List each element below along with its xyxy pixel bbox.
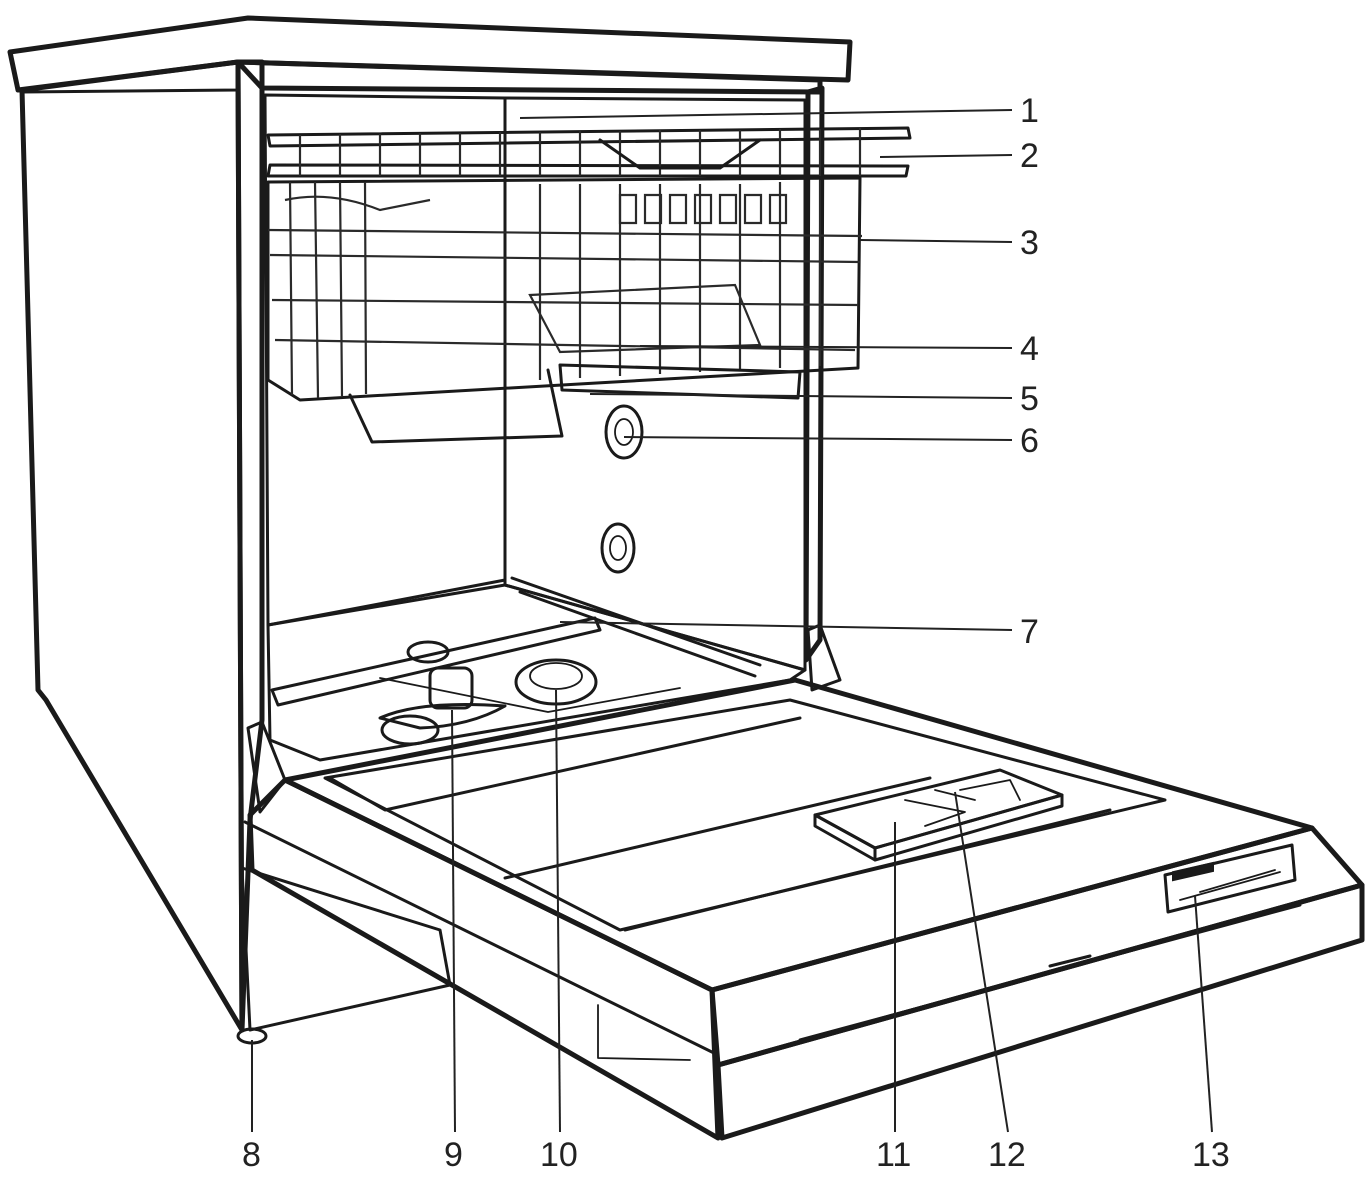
cabinet-front-frame-right: [803, 85, 825, 663]
upper-basket: [266, 176, 863, 444]
callout-3: 3: [1020, 224, 1039, 262]
leader-line-5: [589, 393, 1013, 399]
dishwasher-cabinet: [7, 15, 853, 1045]
door-front-edge: [709, 825, 1365, 1068]
filter-plate: [379, 677, 681, 713]
callout-labels: 1 2 3 4 5 6 7 8 9 10 11 12 13: [242, 92, 1230, 1174]
callout-8: 8: [242, 1136, 261, 1174]
callout-10: 10: [540, 1136, 578, 1174]
callout-13: 13: [1192, 1136, 1230, 1174]
leader-line-13: [1194, 895, 1213, 1133]
leader-line-4: [639, 345, 1013, 349]
callout-11: 11: [876, 1136, 911, 1174]
leader-line-3: [859, 239, 1013, 243]
cabinet-front-frame-top: [235, 59, 823, 95]
spray-arm-nozzle-middle: [600, 522, 636, 574]
callout-2: 2: [1020, 137, 1039, 175]
leader-line-7: [559, 621, 1013, 631]
callout-5: 5: [1020, 380, 1039, 418]
callout-7: 7: [1020, 613, 1039, 651]
lower-spray-arm: [270, 616, 602, 707]
leader-line-9: [451, 709, 456, 1133]
door-open: [243, 623, 1365, 1141]
cutlery-tray: [266, 126, 912, 178]
spray-arm-nozzle-upper: [604, 404, 644, 460]
lower-rack-runner: [510, 576, 762, 678]
leader-line-10: [555, 689, 561, 1133]
leader-line-1: [519, 109, 1013, 119]
cabinet-plinth: [240, 866, 452, 1032]
leader-lines: [251, 109, 1213, 1133]
leader-line-6: [623, 436, 1013, 441]
detergent-dispenser: [813, 768, 1064, 862]
data-plate: [1163, 843, 1297, 914]
callout-9: 9: [444, 1136, 463, 1174]
cabinet-side-panel: [19, 59, 245, 1033]
callout-4: 4: [1020, 330, 1039, 368]
leader-line-2: [879, 154, 1013, 158]
callout-1: 1: [1020, 92, 1039, 130]
callout-6: 6: [1020, 422, 1039, 460]
leader-line-12: [954, 791, 1009, 1133]
callout-12: 12: [988, 1136, 1026, 1174]
